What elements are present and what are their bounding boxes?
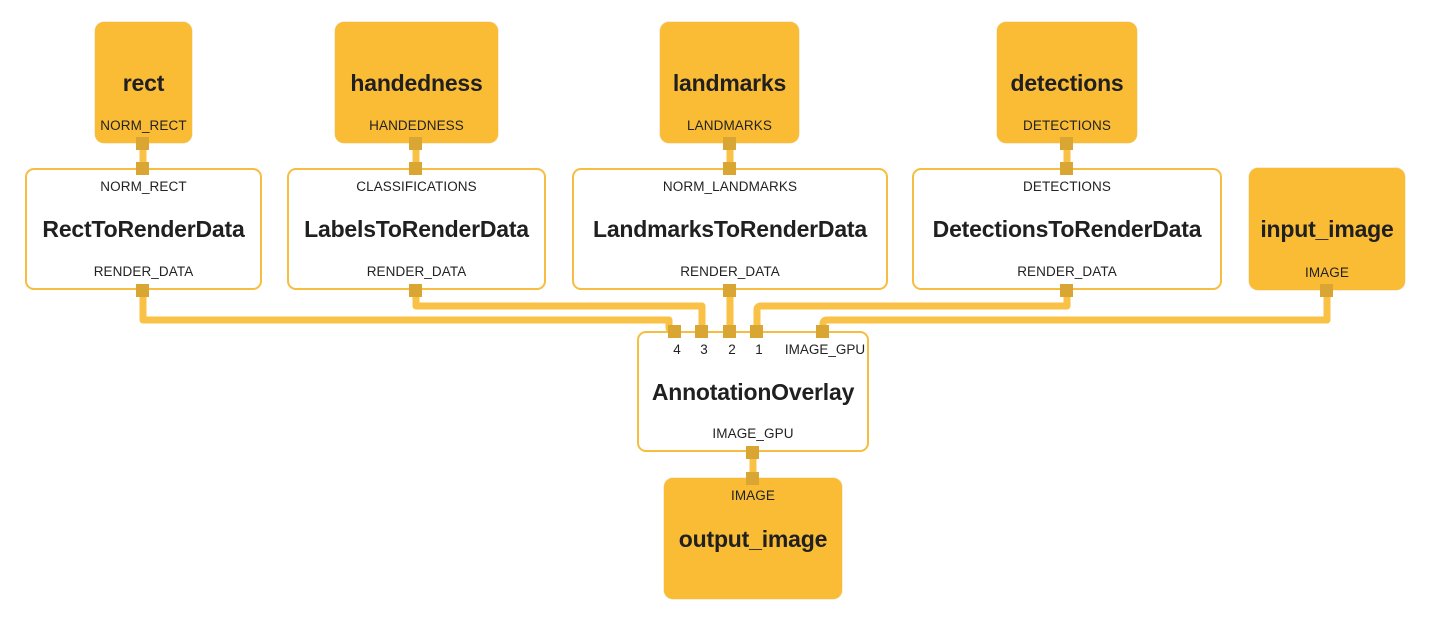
port-output-image-in[interactable]	[746, 472, 759, 485]
annotation-overlay-input-label-3[interactable]: 3	[700, 342, 708, 357]
edge-inputimage-to-overlay-imagegpu	[819, 290, 1331, 331]
node-detections-to-render-data-input-label: DETECTIONS	[1022, 179, 1111, 194]
node-output-image-input-label: IMAGE	[730, 488, 775, 503]
annotation-overlay-input-labels: 4 3 2 1 IMAGE_GPU	[639, 342, 867, 358]
port-detections-to-render-data-out[interactable]	[1060, 284, 1073, 297]
node-detections-to-render-data-output-label: RENDER_DATA	[1017, 264, 1117, 279]
port-landmarks-to-render-data-in[interactable]	[723, 162, 736, 175]
node-landmarks[interactable]: landmarks LANDMARKS	[660, 22, 799, 143]
node-handedness-title: handedness	[350, 69, 483, 96]
node-landmarks-top-spacer	[728, 32, 732, 47]
port-annotation-overlay-out[interactable]	[746, 446, 759, 459]
node-labels-to-render-data-input-label: CLASSIFICATIONS	[356, 179, 477, 194]
node-detections-to-render-data-title: DetectionsToRenderData	[932, 216, 1202, 242]
node-landmarks-to-render-data-input-label: NORM_LANDMARKS	[662, 179, 798, 194]
annotation-overlay-input-label-2[interactable]: 2	[728, 342, 736, 357]
node-rect-to-render-data[interactable]: NORM_RECT RectToRenderData RENDER_DATA	[25, 168, 262, 290]
node-output-image-bottom-spacer	[751, 574, 755, 589]
node-detections[interactable]: detections DETECTIONS	[997, 22, 1137, 143]
node-input-image[interactable]: input_image IMAGE	[1249, 168, 1405, 290]
node-detections-top-spacer	[1065, 32, 1069, 47]
port-annotation-overlay-in-2[interactable]	[723, 325, 736, 338]
port-rect-out[interactable]	[136, 137, 149, 150]
node-rect-to-render-data-output-label: RENDER_DATA	[93, 264, 194, 279]
node-handedness-output-label: HANDEDNESS	[369, 118, 464, 133]
node-output-image[interactable]: IMAGE output_image	[664, 478, 842, 599]
port-handedness-out[interactable]	[409, 137, 422, 150]
node-landmarks-to-render-data-title-wrap: LandmarksToRenderData	[574, 194, 886, 264]
port-annotation-overlay-in-image-gpu[interactable]	[816, 325, 829, 338]
node-rect-output-label: NORM_RECT	[100, 118, 187, 133]
edge-detectionstorenderdata-to-overlay-1	[753, 290, 1071, 331]
edge-labelstorenderdata-to-overlay-3	[412, 290, 706, 331]
port-detections-out[interactable]	[1060, 137, 1073, 150]
port-input-image-out[interactable]	[1320, 284, 1333, 297]
node-rect[interactable]: rect NORM_RECT	[95, 22, 192, 143]
port-rect-to-render-data-out[interactable]	[136, 284, 149, 297]
node-input-image-output-label: IMAGE	[1304, 265, 1349, 280]
annotation-overlay-input-label-1[interactable]: 1	[755, 342, 763, 357]
node-labels-to-render-data[interactable]: CLASSIFICATIONS LabelsToRenderData RENDE…	[287, 168, 546, 290]
node-detections-to-render-data-title-wrap: DetectionsToRenderData	[914, 194, 1220, 264]
annotation-overlay-output-label: IMAGE_GPU	[712, 426, 794, 441]
node-detections-output-label: DETECTIONS	[1022, 118, 1111, 133]
node-output-image-title: output_image	[678, 525, 828, 552]
node-labels-to-render-data-output-label: RENDER_DATA	[366, 264, 467, 279]
annotation-overlay-title-wrap: AnnotationOverlay	[639, 357, 867, 426]
node-landmarks-to-render-data[interactable]: NORM_LANDMARKS LandmarksToRenderData REN…	[572, 168, 888, 290]
node-detections-title-wrap: detections	[998, 47, 1136, 118]
node-landmarks-to-render-data-title: LandmarksToRenderData	[592, 216, 867, 242]
port-landmarks-to-render-data-out[interactable]	[723, 284, 736, 297]
node-landmarks-title-wrap: landmarks	[661, 47, 798, 118]
port-annotation-overlay-in-1[interactable]	[750, 325, 763, 338]
node-landmarks-title: landmarks	[672, 69, 787, 96]
annotation-overlay-input-label-image-gpu[interactable]: IMAGE_GPU	[784, 342, 866, 357]
node-input-image-top-spacer	[1325, 178, 1329, 193]
node-handedness-top-spacer	[415, 32, 419, 47]
node-landmarks-to-render-data-output-label: RENDER_DATA	[680, 264, 780, 279]
node-rect-to-render-data-title: RectToRenderData	[42, 216, 245, 242]
node-input-image-title: input_image	[1260, 216, 1394, 242]
port-landmarks-out[interactable]	[723, 137, 736, 150]
port-annotation-overlay-in-3[interactable]	[695, 325, 708, 338]
node-handedness-title-wrap: handedness	[336, 47, 497, 118]
node-rect-to-render-data-title-wrap: RectToRenderData	[27, 194, 260, 264]
node-rect-title-wrap: rect	[96, 47, 191, 118]
node-rect-title: rect	[122, 69, 165, 96]
node-landmarks-output-label: LANDMARKS	[687, 118, 772, 133]
node-rect-top-spacer	[142, 32, 146, 47]
port-labels-to-render-data-in[interactable]	[409, 162, 422, 175]
annotation-overlay-input-label-4[interactable]: 4	[673, 342, 681, 357]
node-input-image-title-wrap: input_image	[1250, 193, 1404, 265]
node-annotation-overlay[interactable]: 4 3 2 1 IMAGE_GPU AnnotationOverlay IMAG…	[637, 331, 869, 452]
port-detections-to-render-data-in[interactable]	[1060, 162, 1073, 175]
node-labels-to-render-data-title-wrap: LabelsToRenderData	[289, 194, 544, 264]
annotation-overlay-title: AnnotationOverlay	[651, 378, 855, 405]
node-labels-to-render-data-title: LabelsToRenderData	[304, 216, 529, 242]
port-rect-to-render-data-in[interactable]	[136, 162, 149, 175]
node-handedness[interactable]: handedness HANDEDNESS	[335, 22, 498, 143]
port-annotation-overlay-in-4[interactable]	[668, 325, 681, 338]
node-output-image-title-wrap: output_image	[665, 503, 841, 574]
node-rect-to-render-data-input-label: NORM_RECT	[100, 179, 187, 194]
node-detections-to-render-data[interactable]: DETECTIONS DetectionsToRenderData RENDER…	[912, 168, 1222, 290]
node-detections-title: detections	[1010, 69, 1124, 96]
port-labels-to-render-data-out[interactable]	[409, 284, 422, 297]
